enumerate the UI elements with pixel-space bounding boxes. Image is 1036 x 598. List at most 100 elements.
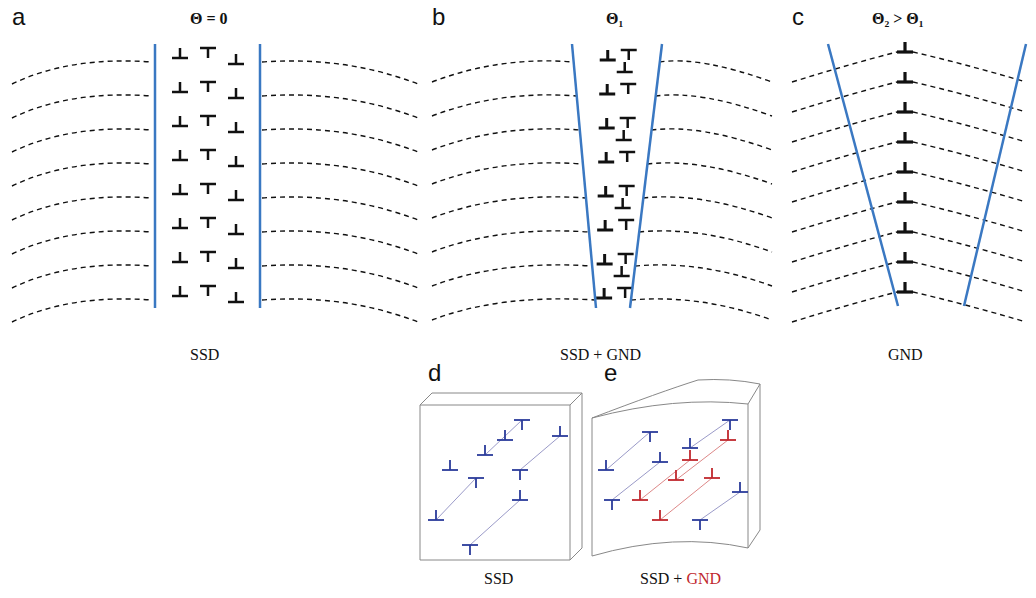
dislocation-symbol: [200, 48, 216, 58]
panel-a: [12, 44, 418, 322]
lattice-plane: [432, 129, 580, 150]
lattice-plane: [913, 292, 1026, 322]
lattice-plane: [262, 265, 418, 288]
panel-letter: d: [428, 360, 441, 386]
dislocation-symbol: [619, 152, 635, 162]
lattice-plane: [913, 142, 1026, 172]
caption-text: SSD: [484, 570, 513, 588]
panel-b: [432, 44, 772, 320]
slip-line: [700, 492, 740, 520]
dislocation-symbol: [468, 478, 484, 488]
lattice-plane: [432, 163, 583, 184]
dislocation-symbol: [172, 82, 188, 92]
lattice-plane: [432, 265, 592, 286]
dislocation-symbol: [618, 220, 634, 230]
dislocation-symbol: [632, 490, 648, 500]
angle-label: Θ = 0: [190, 10, 228, 28]
lattice-plane: [432, 95, 577, 116]
dislocation-symbol: [228, 88, 244, 98]
dislocation-symbol: [619, 186, 635, 196]
caption-text: GND: [686, 570, 721, 588]
dislocation-symbol: [598, 186, 614, 196]
slip-line: [436, 478, 476, 520]
panel-e: [592, 380, 760, 557]
dislocation-symbol: [720, 430, 736, 440]
lattice-plane: [12, 265, 152, 288]
lattice-plane: [652, 129, 772, 150]
dislocation-symbol: [512, 470, 528, 480]
dislocation-symbol: [682, 438, 698, 448]
lattice-plane: [262, 197, 418, 220]
dislocation-symbol: [652, 510, 668, 520]
panel-letter: b: [432, 4, 445, 30]
dislocation-symbol: [228, 122, 244, 132]
dislocation-symbol: [618, 254, 634, 264]
slip-line: [485, 420, 522, 455]
caption-text: SSD +: [640, 570, 682, 588]
dislocation-symbol: [704, 468, 720, 478]
lattice-plane: [792, 202, 897, 232]
panel-d: [420, 393, 582, 560]
dislocation-symbol: [477, 445, 493, 455]
dislocation-symbol: [598, 460, 614, 470]
panel-letter: e: [604, 360, 617, 386]
panel-letter: c: [792, 4, 804, 30]
dislocation-symbol: [596, 288, 612, 298]
dislocation-symbol: [428, 510, 444, 520]
dislocation-symbol: [682, 450, 698, 460]
grain-boundary: [259, 44, 262, 308]
lattice-plane: [792, 142, 897, 172]
angle-label: Θ₁: [606, 10, 623, 28]
lattice-plane: [432, 61, 574, 82]
lattice-plane: [432, 299, 595, 320]
dislocation-symbol: [172, 184, 188, 194]
dislocation-symbol: [228, 156, 244, 166]
dislocation-symbol: [172, 150, 188, 160]
dislocation-symbol: [172, 218, 188, 228]
dislocation-symbol: [722, 420, 738, 430]
lattice-plane: [262, 299, 418, 322]
slip-line: [690, 420, 730, 448]
lattice-plane: [432, 197, 586, 218]
dislocation-symbol: [200, 218, 216, 228]
dislocation-symbol: [897, 132, 913, 142]
lattice-plane: [12, 61, 152, 84]
slip-line: [612, 462, 660, 500]
dislocation-symbol: [172, 286, 188, 296]
lattice-plane: [792, 292, 897, 322]
lattice-plane: [635, 265, 772, 286]
lattice-plane: [639, 231, 772, 252]
lattice-plane: [913, 172, 1026, 202]
grain-boundary: [572, 44, 596, 308]
slip-line: [520, 436, 560, 470]
lattice-plane: [262, 129, 418, 152]
grain-boundary: [964, 44, 1026, 306]
lattice-plane: [660, 61, 772, 82]
lattice-plane: [262, 95, 418, 118]
slip-line: [640, 460, 690, 500]
lattice-plane: [631, 299, 772, 320]
dislocation-symbol: [897, 42, 913, 52]
dislocation-symbol: [200, 184, 216, 194]
dislocation-symbol: [228, 224, 244, 234]
lattice-plane: [792, 262, 897, 292]
panel-c: [792, 42, 1026, 322]
lattice-plane: [432, 231, 589, 252]
lattice-plane: [12, 95, 152, 118]
dislocation-symbol: [462, 545, 478, 555]
caption-text: SSD: [190, 346, 219, 364]
lattice-plane: [913, 202, 1026, 232]
dislocation-symbol: [652, 452, 668, 462]
slip-line: [660, 478, 712, 520]
lattice-plane: [262, 61, 418, 84]
dislocation-symbol: [897, 192, 913, 202]
dislocation-symbol: [497, 430, 513, 440]
dislocation-symbol: [668, 470, 684, 480]
dislocation-symbol: [228, 292, 244, 302]
dislocation-symbol: [200, 150, 216, 160]
grain-boundary: [630, 44, 662, 308]
dislocation-symbol: [228, 54, 244, 64]
lattice-plane: [792, 112, 897, 142]
dislocation-symbol: [615, 198, 631, 208]
